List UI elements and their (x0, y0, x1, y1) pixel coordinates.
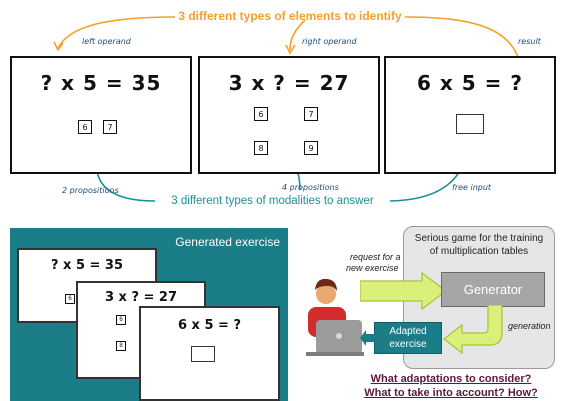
request-label-2: new exercise (346, 263, 399, 273)
option-button[interactable]: 6 (254, 107, 268, 121)
adapted-label-2: exercise (389, 339, 427, 350)
panel-equation: ? x 5 = 35 (40, 71, 162, 95)
adapted-to-user-arrow (360, 330, 378, 346)
label-four-propositions: 4 propositions (282, 183, 339, 192)
label-free-input: free input (452, 183, 492, 192)
generated-exercise-panel: Generated exercise ? x 5 = 35 6 3 x ? = … (10, 228, 288, 401)
option-button[interactable]: 6 (116, 315, 126, 325)
free-input-field[interactable] (456, 114, 484, 134)
label-two-propositions: 2 propositions (62, 186, 119, 195)
generator-box: Generator (441, 272, 545, 307)
panel-result: 6 x 5 = ? (384, 56, 556, 174)
serious-game-title-2: of multiplication tables (429, 246, 529, 257)
option-button[interactable]: 8 (116, 341, 126, 351)
question-1: What adaptations to consider? (370, 373, 532, 385)
free-input-field[interactable] (191, 346, 215, 362)
question-2: What to take into account? How? (364, 387, 538, 399)
adapted-label-1: Adapted (389, 326, 427, 337)
modalities-heading: 3 different types of modalities to answe… (171, 195, 374, 207)
user-at-computer-icon (306, 278, 364, 356)
adapted-exercise-box: Adapted exercise (374, 322, 442, 354)
generation-label: generation (508, 321, 551, 331)
panel-equation: 3 x ? = 27 (228, 71, 350, 95)
label-result: result (518, 37, 541, 46)
exercise-card-3: 6 x 5 = ? (139, 306, 280, 401)
serious-game-title-1: Serious game for the training (414, 233, 544, 244)
card-equation: ? x 5 = 35 (50, 258, 124, 273)
request-arrow (360, 272, 447, 311)
option-button[interactable]: 7 (103, 120, 117, 134)
card-equation: 3 x ? = 27 (104, 290, 178, 305)
panel-equation: 6 x 5 = ? (417, 71, 523, 95)
label-right-operand: right operand (302, 37, 357, 46)
generated-exercise-title: Generated exercise (175, 235, 280, 249)
option-button[interactable]: 7 (304, 107, 318, 121)
generation-arrow (443, 305, 503, 355)
option-button[interactable]: 9 (304, 141, 318, 155)
label-left-operand: left operand (82, 37, 131, 46)
elements-heading: 3 different types of elements to identif… (178, 9, 402, 23)
option-button[interactable]: 6 (78, 120, 92, 134)
option-button[interactable]: 6 (65, 294, 75, 304)
option-button[interactable]: 8 (254, 141, 268, 155)
panel-left-operand: ? x 5 = 35 6 7 (10, 56, 192, 174)
card-equation: 6 x 5 = ? (177, 318, 241, 333)
request-label-1: request for a (350, 252, 401, 262)
panel-right-operand: 3 x ? = 27 6 7 8 9 (198, 56, 380, 174)
